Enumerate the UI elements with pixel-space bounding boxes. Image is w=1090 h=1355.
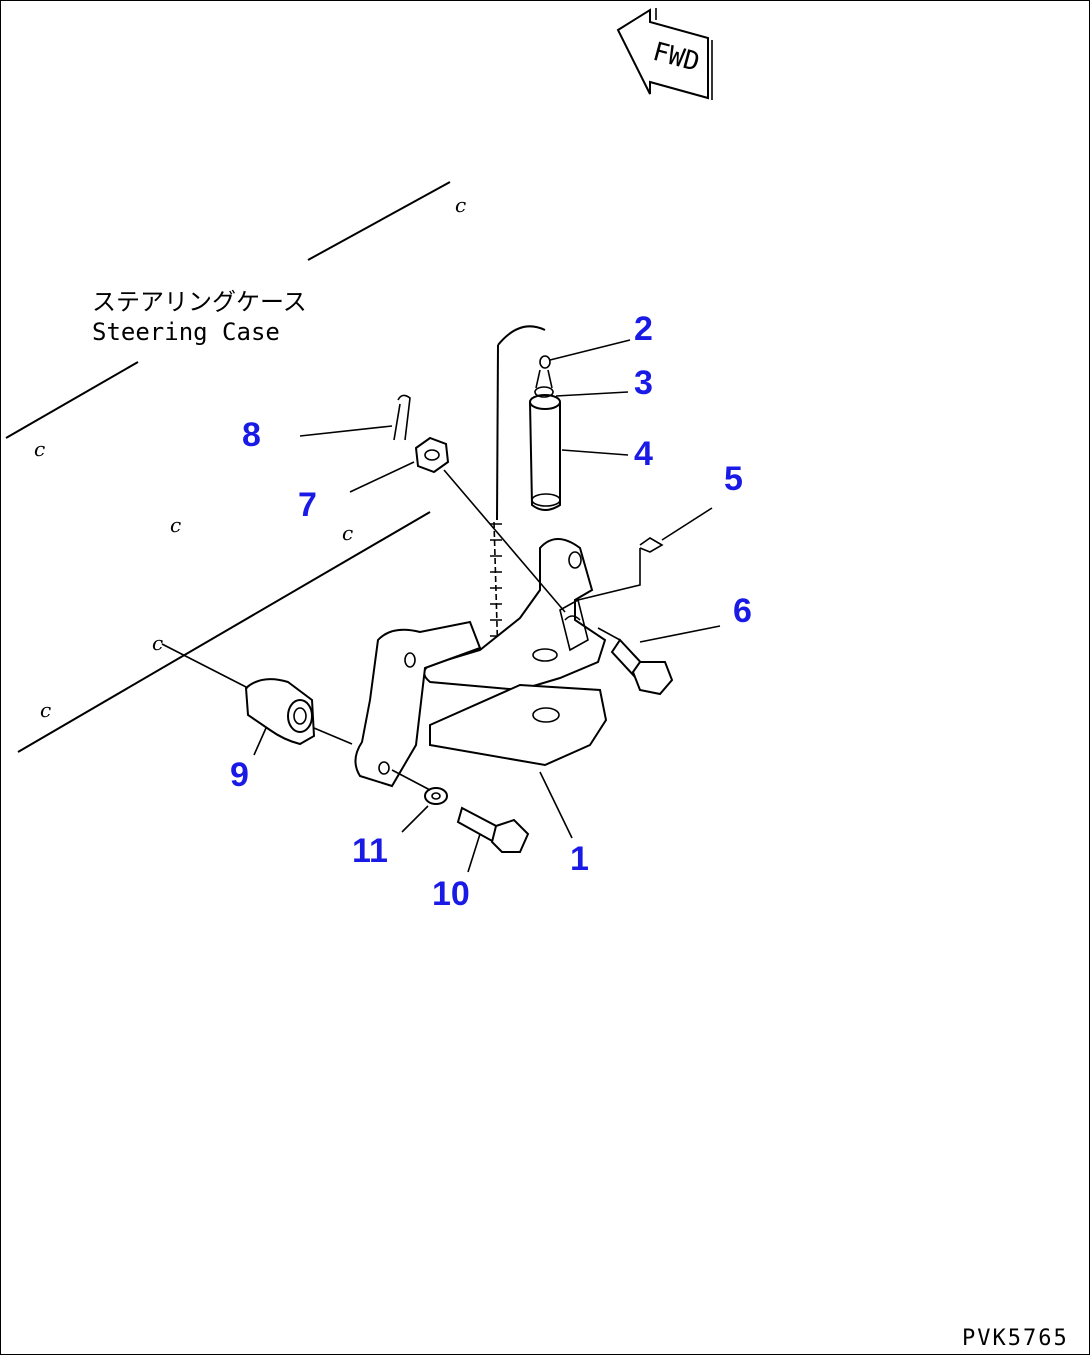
c-mark: c bbox=[455, 193, 466, 217]
split-pin-part-8 bbox=[393, 394, 411, 441]
callout-11: 11 bbox=[352, 832, 388, 870]
washer-part-11 bbox=[391, 769, 448, 805]
chain bbox=[490, 521, 502, 661]
steering-case-outline: c c c c c c bbox=[5, 181, 466, 753]
callout-7: 7 bbox=[298, 486, 317, 524]
callout-10: 10 bbox=[432, 875, 470, 913]
callout-5: 5 bbox=[724, 460, 743, 498]
leader-lines bbox=[253, 339, 721, 873]
bolt-part-6 bbox=[597, 627, 674, 696]
c-mark: c bbox=[40, 698, 51, 722]
pin-part-4 bbox=[496, 325, 561, 521]
c-mark: c bbox=[170, 513, 181, 537]
c-mark: c bbox=[34, 437, 45, 461]
callout-8: 8 bbox=[242, 416, 261, 454]
callout-2: 2 bbox=[634, 310, 653, 348]
callout-6: 6 bbox=[733, 592, 752, 630]
steering-case-label-jp: ステアリングケース bbox=[92, 288, 307, 316]
bushing-part-9 bbox=[161, 643, 353, 746]
fwd-label: FWD bbox=[650, 37, 703, 78]
clip-part-5 bbox=[577, 537, 664, 601]
callout-9: 9 bbox=[230, 756, 249, 794]
bracket-part-1 bbox=[354, 538, 608, 788]
c-mark: c bbox=[152, 631, 163, 655]
bolt-part-10 bbox=[456, 806, 530, 853]
nut-part-7 bbox=[414, 436, 566, 613]
fwd-arrow-icon: FWD bbox=[616, 8, 713, 100]
ring-parts-2-3 bbox=[534, 355, 554, 398]
callout-1: 1 bbox=[570, 840, 589, 878]
callout-4: 4 bbox=[634, 435, 653, 473]
callout-3: 3 bbox=[634, 364, 653, 402]
steering-case-label-en: Steering Case bbox=[92, 318, 280, 346]
c-mark: c bbox=[342, 521, 353, 545]
document-id: PVK5765 bbox=[962, 1326, 1069, 1351]
